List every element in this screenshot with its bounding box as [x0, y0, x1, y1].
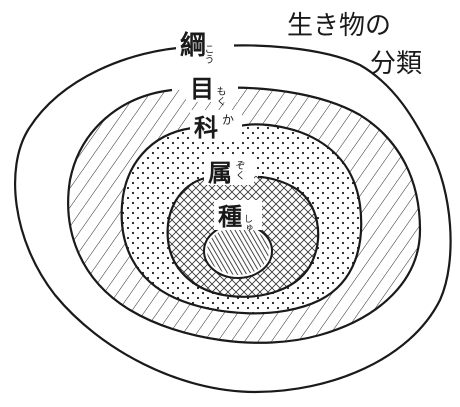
label-genus-furigana: ぞく — [233, 160, 245, 180]
title-line2: 分類 — [370, 49, 422, 79]
label-bg-species — [214, 200, 262, 230]
ring-genus-outline — [166, 175, 320, 298]
label-bg-family — [190, 110, 242, 140]
title-line1: 生き物の — [287, 11, 391, 41]
label-family-kanji: 科 — [194, 114, 218, 142]
label-class-kanji: 綱 — [180, 30, 206, 61]
label-genus-kanji: 属 — [208, 159, 232, 187]
label-order-furigana: もく — [214, 86, 225, 106]
label-bg-genus — [204, 155, 254, 185]
label-class-furigana: こう — [202, 44, 213, 64]
core-species-dense — [207, 227, 269, 275]
label-bg-class — [176, 26, 234, 60]
label-species-kanji: 種 — [218, 203, 242, 231]
label-bg-order — [186, 72, 238, 102]
label-species-furigana: しゅ — [242, 214, 252, 232]
label-family-furigana: か — [222, 113, 234, 127]
label-order-kanji: 目 — [190, 75, 214, 103]
ring-order-outline — [67, 86, 422, 344]
ring-family-outline — [120, 123, 363, 315]
ring-class-outline — [14, 44, 452, 394]
